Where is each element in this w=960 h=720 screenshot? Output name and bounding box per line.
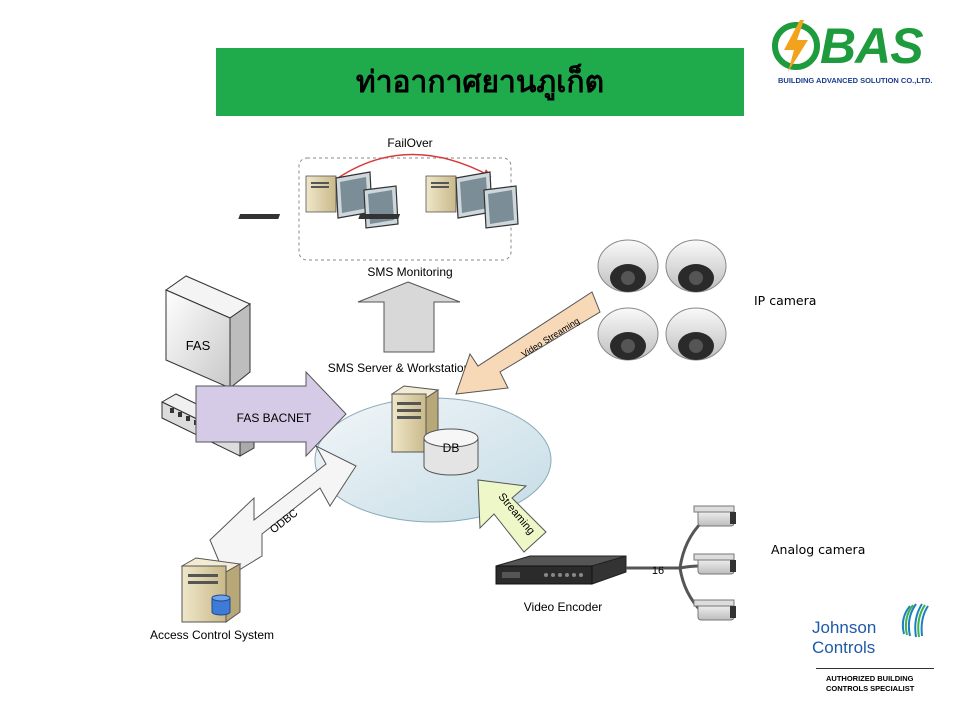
analog-camera-icon [693, 599, 736, 621]
partner-tag-line1: AUTHORIZED BUILDING [826, 674, 914, 683]
failover-arrow [330, 153, 492, 186]
uplink-arrow [357, 281, 461, 353]
bas-name: BAS [820, 18, 924, 74]
bas-logo: BAS BUILDING ADVANCED SOLUTION CO.,LTD. [770, 16, 950, 88]
video-encoder-icon [495, 555, 627, 585]
streaming-arrow [477, 479, 547, 553]
title-banner: ท่าอากาศยานภูเก็ต [216, 48, 744, 116]
fas-bacnet-arrow [195, 370, 347, 458]
video-encoder-label: Video Encoder [524, 600, 603, 614]
divider [816, 668, 934, 669]
bas-subtitle: BUILDING ADVANCED SOLUTION CO.,LTD. [778, 76, 933, 85]
partner-name-line2: Controls [812, 638, 876, 657]
video-streaming-arrow [455, 291, 601, 395]
db-label: DB [443, 441, 460, 455]
channel-count: 16 [652, 565, 664, 577]
odbc-arrow [209, 444, 357, 579]
sms-monitoring-label: SMS Monitoring [367, 265, 452, 279]
partner-name: Johnson Controls [812, 618, 876, 658]
analog-camera-label: Analog camera [771, 542, 866, 557]
access-control-server-icon [180, 557, 242, 623]
bas-bolt-icon [772, 20, 820, 72]
ip-camera-icon [665, 307, 727, 361]
page-title: ท่าอากาศยานภูเก็ต [355, 64, 605, 100]
ip-camera-icon [597, 239, 659, 293]
failover-label: FailOver [387, 136, 432, 150]
partner-tagline: AUTHORIZED BUILDING CONTROLS SPECIALIST [826, 674, 914, 694]
analog-camera-icon [693, 553, 736, 575]
ip-camera-label: IP camera [754, 293, 817, 308]
analog-camera-icon [693, 505, 736, 527]
workstation-icon [358, 171, 519, 229]
ip-camera-icon [597, 307, 659, 361]
partner-name-line1: Johnson [812, 618, 877, 637]
fas-label: FAS [186, 338, 211, 353]
sms-server-label: SMS Server & Workstation [328, 361, 471, 375]
partner-tag-line2: CONTROLS SPECIALIST [826, 684, 915, 693]
johnson-controls-emblem-icon [901, 603, 929, 638]
johnson-controls-logo: Johnson Controls AUTHORIZED BUILDING CON… [812, 598, 940, 698]
fas-bacnet-label: FAS BACNET [237, 411, 312, 425]
ip-camera-icon [665, 239, 727, 293]
database-icon [423, 428, 479, 476]
fas-panel-icon [164, 275, 252, 390]
access-control-label: Access Control System [150, 628, 274, 642]
